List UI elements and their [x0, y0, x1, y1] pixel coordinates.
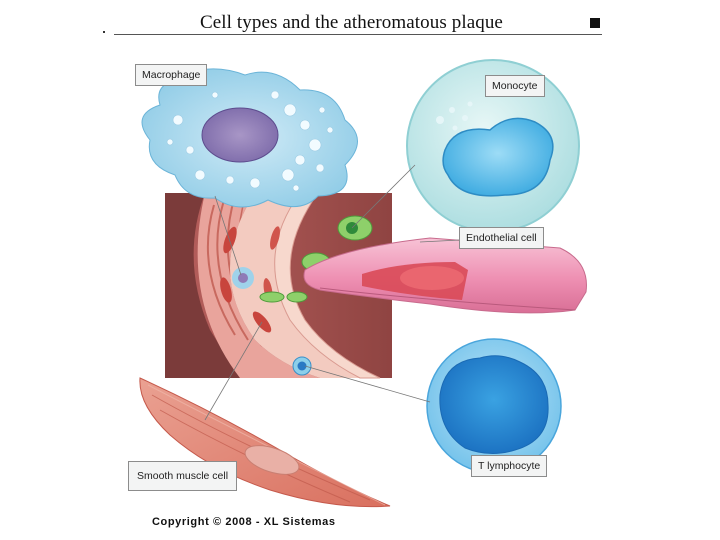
diagram-title: Cell types and the atheromatous plaque	[200, 12, 503, 33]
monocyte-illustration	[406, 59, 580, 233]
label-monocyte: Monocyte	[485, 75, 545, 97]
copyright-text: Copyright © 2008 - XL Sistemas	[152, 516, 336, 528]
smooth-muscle-cell-illustration	[139, 377, 391, 508]
title-rule	[114, 34, 602, 35]
endothelial-cell-illustration	[303, 237, 587, 314]
leader-lines	[204, 164, 461, 421]
label-endothelial-cell: Endothelial cell	[459, 227, 544, 249]
t-lymphocyte-illustration	[426, 338, 562, 474]
label-smooth-muscle-cell: Smooth muscle cell	[128, 461, 238, 491]
title-square-mark	[590, 18, 600, 28]
small-dot	[103, 31, 105, 33]
label-t-lymphocyte: T lymphocyte	[471, 455, 548, 477]
label-macrophage: Macrophage	[135, 64, 208, 86]
macrophage-illustration	[141, 68, 358, 208]
